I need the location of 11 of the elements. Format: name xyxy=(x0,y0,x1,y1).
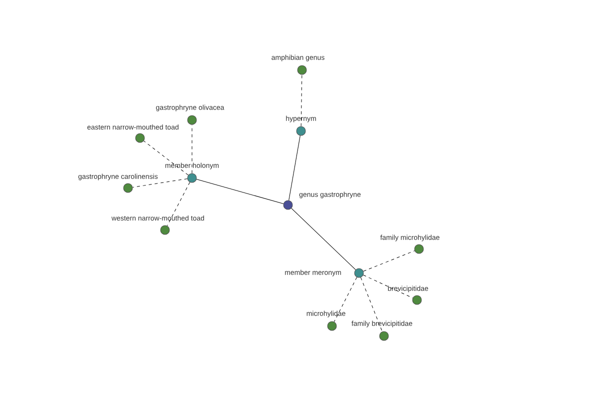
connector-line xyxy=(334,276,358,322)
connector-line xyxy=(132,178,188,188)
connector-line xyxy=(166,182,190,226)
connector-line xyxy=(196,179,284,204)
connector-line xyxy=(288,135,300,201)
connector-line xyxy=(363,250,415,272)
connector-line xyxy=(144,140,188,176)
connector-line xyxy=(363,274,413,298)
connector-line xyxy=(300,74,302,126)
connector-line xyxy=(291,208,356,270)
connector-line xyxy=(360,277,382,332)
